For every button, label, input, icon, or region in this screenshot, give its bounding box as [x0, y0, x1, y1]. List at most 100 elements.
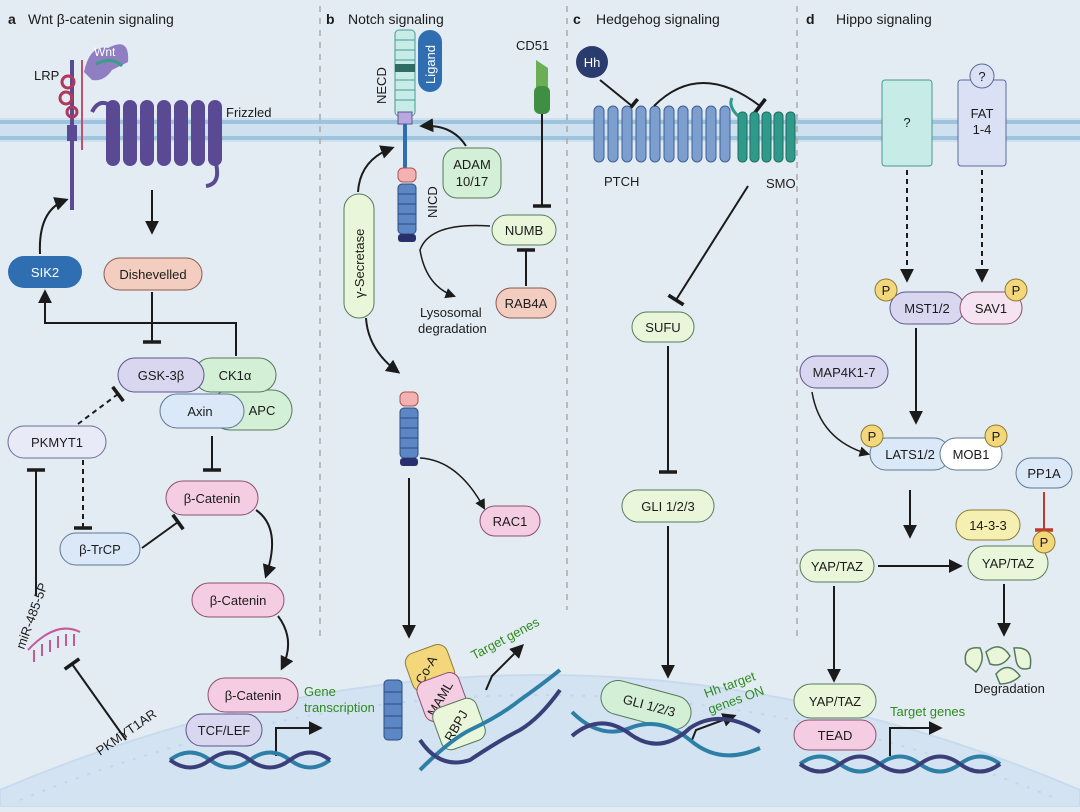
mst-phospho-label: P: [882, 283, 891, 298]
sik2-label: SIK2: [31, 265, 59, 280]
panel-a-title: Wnt β-catenin signaling: [28, 11, 174, 27]
ptch-inhibit-smo: [653, 82, 767, 115]
bcatenin-translocation-arrow-1: [255, 509, 277, 579]
smo-tail: [729, 97, 740, 118]
lrp-receptor: LRP: [34, 60, 83, 210]
nicd-to-rac1-arrow: [419, 457, 486, 510]
gsecretase-cleave-arrow: [357, 145, 395, 193]
hippo-transcription-arrow: [889, 721, 943, 756]
lats-label: LATS1/2: [885, 447, 935, 462]
pp1a-node: [1015, 457, 1073, 489]
fat-label-1: FAT: [971, 106, 994, 121]
fat-unknown-ligand: [969, 63, 995, 89]
rac1-label: RAC1: [493, 514, 528, 529]
map4k-label: MAP4K1-7: [813, 365, 876, 380]
yaptaz-nuclear-label: YAP/TAZ: [809, 694, 861, 709]
cd51-receptor: CD51: [516, 38, 550, 170]
hippo-panel: ? FAT 1-4 ? MST1/2 SAV1 P P MAP4K1-7 LAT…: [793, 63, 1073, 774]
gsecretase-node: [343, 193, 375, 319]
mob1-node: [939, 437, 1003, 471]
adam-label-2: 10/17: [456, 174, 489, 189]
adam-label-1: ADAM: [453, 157, 491, 172]
bcatenin-label-1: β-Catenin: [184, 491, 241, 506]
bcatenin-node-1: [165, 480, 259, 516]
wnt-ligand: Wnt: [84, 44, 129, 81]
mst-label: MST1/2: [904, 301, 950, 316]
sav1-node: [959, 291, 1023, 325]
bcatenin-node-2: [191, 582, 285, 618]
bcatenin-label-2: β-Catenin: [210, 593, 267, 608]
ck1a-label: CK1α: [219, 368, 252, 383]
ligand-node: [418, 30, 442, 92]
cd51-label: CD51: [516, 38, 549, 53]
nicd-label: NICD: [425, 186, 440, 218]
panel-d-title: Hippo signaling: [836, 11, 932, 27]
axin-node: [159, 393, 245, 429]
panel-dividers: [319, 6, 798, 640]
sav1-phospho-label: P: [1012, 283, 1021, 298]
mob1-label: MOB1: [953, 447, 990, 462]
panel-a-letter: a: [8, 11, 16, 27]
pp1a-label: PP1A: [1027, 466, 1061, 481]
rab4a-node: [495, 287, 557, 319]
lrp-label: LRP: [34, 68, 59, 83]
panel-c-title: Hedgehog signaling: [596, 11, 720, 27]
apc-label: APC: [249, 403, 276, 418]
mob1-phospho: [984, 424, 1008, 448]
dishevelled-label: Dishevelled: [119, 267, 186, 282]
fat-label-2: 1-4: [973, 122, 992, 137]
gli-node: [621, 489, 715, 523]
yaptaz-nuclear-node: [793, 683, 877, 719]
wnt-label: Wnt: [94, 45, 116, 59]
degradation-label: Degradation: [974, 681, 1045, 696]
gsecretase-label: γ-Secretase: [352, 229, 367, 298]
unknown-receptor: [881, 79, 933, 167]
lats-phospho-label: P: [868, 429, 877, 444]
transcription-label: transcription: [304, 700, 375, 715]
bcatenin-label-3: β-Catenin: [225, 688, 282, 703]
btrcp-label: β-TrCP: [79, 542, 121, 557]
degradation-label: degradation: [418, 321, 487, 336]
yaptaz-phospho-node: [967, 545, 1049, 581]
hh-dna: [570, 710, 762, 758]
sav1-phospho: [1004, 278, 1028, 302]
hippo-dna: [798, 754, 1002, 774]
tead-node: [793, 719, 877, 751]
sik2-to-lrp-arrow: [38, 197, 69, 255]
bcatenin-node-3: [207, 677, 299, 713]
frizzled-receptor: Frizzled: [90, 100, 272, 188]
axin-label: Axin: [187, 404, 212, 419]
unknown-receptor-label: ?: [903, 115, 910, 130]
gsk3b-label: GSK-3β: [138, 368, 185, 383]
numb-node: [491, 214, 557, 246]
tead-label: TEAD: [818, 728, 853, 743]
smo-label: SMO: [766, 176, 796, 191]
notch-panel: Ligand NECD NICD CD51 ADAM 10/17 γ-Secre…: [343, 29, 562, 772]
dishevelled-node: [103, 257, 203, 291]
lysosomal-label: Lysosomal: [420, 305, 482, 320]
ptch-label: PTCH: [604, 174, 639, 189]
hedgehog-panel: Hh PTCH SMO SUFU GLI 1/2/3 GLI 1/2/3: [570, 46, 796, 758]
nicd-release-arrow: [365, 317, 401, 374]
sik2-node: [8, 256, 82, 288]
numb-degrade-arrow: [419, 224, 491, 299]
sufu-node: [631, 311, 695, 343]
yaptaz-label: YAP/TAZ: [811, 559, 863, 574]
panel-b-title: Notch signaling: [348, 11, 444, 27]
tcflef-label: TCF/LEF: [198, 723, 251, 738]
yaptaz-phospho-label: YAP/TAZ: [982, 556, 1034, 571]
smo-receptor: [737, 111, 796, 163]
pkmyt1ar-inhibit-mir: [63, 657, 127, 741]
gli-label: GLI 1/2/3: [641, 499, 694, 514]
necd-label: NECD: [374, 67, 389, 104]
map4k-node: [799, 355, 889, 389]
bcatenin-translocation-arrow-2: [277, 615, 294, 671]
panel-c-letter: c: [573, 11, 581, 27]
tcflef-node: [185, 713, 263, 747]
numb-label: NUMB: [505, 223, 543, 238]
panel-titles: a Wnt β-catenin signaling b Notch signal…: [8, 11, 932, 27]
btrcp-inhibit-bcatenin: [141, 513, 185, 549]
mir-hairpin: [27, 627, 81, 662]
